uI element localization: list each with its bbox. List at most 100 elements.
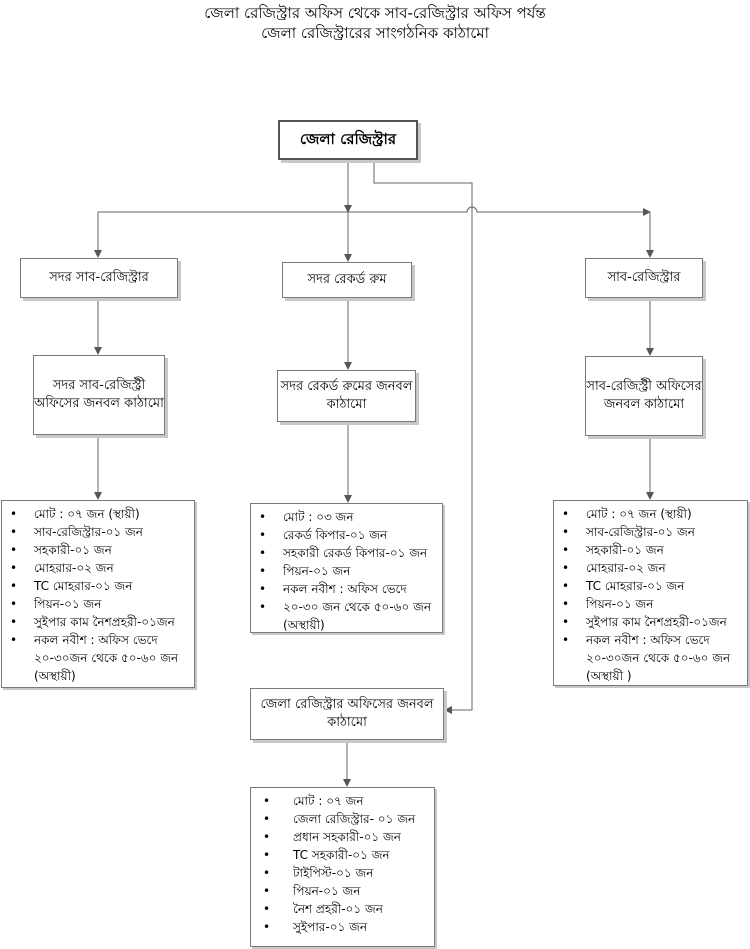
list-item: •TC মোহরার-০১ জন — [560, 577, 741, 595]
list-item: • মোট : ০৭ জন — [261, 792, 428, 810]
list-item-text: মোট : ০৭ জন — [293, 794, 364, 808]
list-item-text: সাব-রেজিস্ট্রার-০১ জন — [586, 525, 695, 539]
bullet-icon: • — [263, 884, 271, 898]
sub-registrar-label: সাব-রেজিস্ট্রার — [607, 270, 681, 285]
sub-registry-staff-list: • মোট : ০৭ জন (স্থায়ী) • সাব-রেজিস্ট্রার-… — [553, 500, 748, 686]
bullet-icon: • — [562, 525, 570, 539]
connector-bus — [98, 206, 651, 216]
list-item: • নকল নবীশ : অফিস ভেদে — [257, 580, 436, 598]
district-registrar-box: জেলা রেজিস্ট্রার — [278, 120, 418, 160]
sub-registry-manpower-label: সাব-রেজিস্ট্রী অফিসের জনবল কাঠামো — [586, 379, 702, 412]
list-item-text: টাইপিস্ট-০১ জন — [293, 866, 374, 880]
bullet-icon: • — [259, 510, 267, 524]
list-item: •পিয়ন-০১ জন — [560, 595, 741, 613]
district-registrar-office-staff-list: •মোট : ০৭ জন •জেলা রেজিস্ট্রার- ০১ জন •প… — [250, 787, 435, 947]
list-item-text: সুইপার কাম নৈশপ্রহরী-০১জন — [586, 615, 727, 629]
bullet-icon: • — [263, 830, 271, 844]
list-item-text: রেকর্ড কিপার-০১ জন — [283, 528, 388, 542]
connector-root-district — [373, 161, 473, 714]
list-item-text: মোহরার-০২ জন — [34, 561, 114, 575]
list-item: • মোট : ০৩ জন — [257, 508, 436, 526]
list-item-text: জেলা রেজিস্ট্রার- ০১ জন — [293, 812, 416, 826]
list-item: • নৈশ প্রহরী-০১ জন — [261, 900, 428, 918]
list-item-text: সহকারী-০১ জন — [586, 543, 664, 557]
list-item-text: সহকারী রেকর্ড কিপার-০১ জন — [283, 546, 428, 560]
list-item-text: মোহরার-০২ জন — [586, 561, 666, 575]
list-item: • মোহরার-০২ জন — [8, 559, 188, 577]
chart-title-line-1: জেলা রেজিস্ট্রার অফিস থেকে সাব-রেজিস্ট্র… — [204, 4, 546, 22]
sadar-record-room-label: সদর রেকর্ড রুম — [307, 272, 387, 287]
list-item-text: প্রধান সহকারী-০১ জন — [293, 830, 401, 844]
bullet-icon: • — [259, 582, 267, 596]
list-item: • সাব-রেজিস্ট্রার-০১ জন — [560, 523, 741, 541]
list-item-text: TC মোহরার-০১ জন — [34, 579, 133, 593]
list-item-text: নৈশ প্রহরী-০১ জন — [293, 902, 383, 916]
bullet-icon: • — [259, 600, 267, 614]
list-item-text: নকল নবীশ : অফিস ভেদে ২০-৩০জন থেকে ৫০-৬০ … — [34, 633, 179, 683]
bullet-icon: • — [562, 507, 570, 521]
list-item-text: নকল নবীশ : অফিস ভেদে — [283, 582, 407, 596]
list-item: •নকল নবীশ : অফিস ভেদে ২০-৩০জন থেকে ৫০-৬০… — [560, 631, 741, 685]
bullet-icon: • — [10, 525, 18, 539]
list-item-text: মোট : ০৭ জন (স্থায়ী) — [34, 507, 140, 521]
list-item-text: সুইপার-০১ জন — [293, 920, 368, 934]
list-item-text: নকল নবীশ : অফিস ভেদে ২০-৩০জন থেকে ৫০-৬০ … — [586, 633, 731, 683]
bullet-icon: • — [259, 546, 267, 560]
list-item: • TC মোহরার-০১ জন — [8, 577, 188, 595]
list-item-text: মোট : ০৩ জন — [283, 510, 354, 524]
sadar-record-room-manpower-label: সদর রেকর্ড রুমের জনবল কাঠামো — [280, 379, 413, 412]
sadar-sub-registry-manpower-label: সদর সাব-রেজিস্ট্রী অফিসের জনবল কাঠামো — [34, 378, 164, 411]
list-item: • পিয়ন-০১ জন — [261, 882, 428, 900]
list-item: • প্রধান সহকারী-০১ জন — [261, 828, 428, 846]
bullet-icon: • — [259, 528, 267, 542]
bullet-icon: • — [10, 615, 18, 629]
sub-registry-manpower-box: সাব-রেজিস্ট্রী অফিসের জনবল কাঠামো — [585, 356, 703, 436]
sadar-record-room-staff-list: • মোট : ০৩ জন • রেকর্ড কিপার-০১ জন • সহকারী… — [250, 503, 443, 633]
bullet-icon: • — [10, 633, 18, 647]
list-item: • মোট : ০৭ জন (স্থায়ী) — [560, 505, 741, 523]
district-registrar-office-manpower-box: জেলা রেজিস্ট্রার অফিসের জনবল কাঠামো — [250, 688, 444, 740]
sadar-sub-registrar-label: সদর সাব-রেজিস্ট্রার — [49, 270, 149, 285]
list-item-text: মোট : ০৭ জন (স্থায়ী) — [586, 507, 692, 521]
list-item-text: সহকারী-০১ জন — [34, 543, 112, 557]
list-item: • রেকর্ড কিপার-০১ জন — [257, 526, 436, 544]
list-item-text: পিয়ন-০১ জন — [293, 884, 361, 898]
bullet-icon: • — [10, 597, 18, 611]
list-item: • সুইপার কাম নৈশপ্রহরী-০১জন — [560, 613, 741, 631]
bullet-icon: • — [10, 579, 18, 593]
list-item: •জেলা রেজিস্ট্রার- ০১ জন — [261, 810, 428, 828]
chart-title-line-2: জেলা রেজিস্ট্রারের সাংগঠনিক কাঠামো — [261, 24, 489, 42]
bullet-icon: • — [263, 866, 271, 880]
list-item: • টাইপিস্ট-০১ জন — [261, 864, 428, 882]
list-item: • মোহরার-০২ জন — [560, 559, 741, 577]
bullet-icon: • — [562, 543, 570, 557]
sadar-sub-registry-manpower-box: সদর সাব-রেজিস্ট্রী অফিসের জনবল কাঠামো — [33, 355, 165, 435]
sub-registrar-box: সাব-রেজিস্ট্রার — [585, 258, 703, 298]
bullet-icon: • — [263, 794, 271, 808]
bullet-icon: • — [263, 920, 271, 934]
district-registrar-label: জেলা রেজিস্ট্রার — [299, 129, 397, 148]
bullet-icon: • — [259, 564, 267, 578]
list-item: •TC সহকারী-০১ জন — [261, 846, 428, 864]
bullet-icon: • — [263, 902, 271, 916]
list-item: • সহকারী রেকর্ড কিপার-০১ জন — [257, 544, 436, 562]
list-item: • সাব-রেজিস্ট্রার-০১ জন — [8, 523, 188, 541]
bullet-icon: • — [263, 848, 271, 862]
sadar-sub-registrar-box: সদর সাব-রেজিস্ট্রার — [20, 258, 178, 298]
bullet-icon: • — [562, 579, 570, 593]
bullet-icon: • — [562, 597, 570, 611]
bullet-icon: • — [10, 561, 18, 575]
bullet-icon: • — [562, 561, 570, 575]
list-item-text: সাব-রেজিস্ট্রার-০১ জন — [34, 525, 143, 539]
list-item-text: পিয়ন-০১ জন — [283, 564, 351, 578]
bullet-icon: • — [10, 507, 18, 521]
list-item-text: পিয়ন-০১ জন — [34, 597, 102, 611]
list-item: •সুইপার কাম নৈশপ্রহরী-০১জন — [8, 613, 188, 631]
bullet-icon: • — [10, 543, 18, 557]
bullet-icon: • — [562, 615, 570, 629]
list-item: • পিয়ন-০১ জন — [257, 562, 436, 580]
list-item: • সহকারী-০১ জন — [560, 541, 741, 559]
list-item-text: ২০-৩০ জন থেকে ৫০-৬০ জন (অস্থায়ী) — [283, 600, 431, 632]
sadar-record-room-manpower-box: সদর রেকর্ড রুমের জনবল কাঠামো — [277, 370, 416, 422]
